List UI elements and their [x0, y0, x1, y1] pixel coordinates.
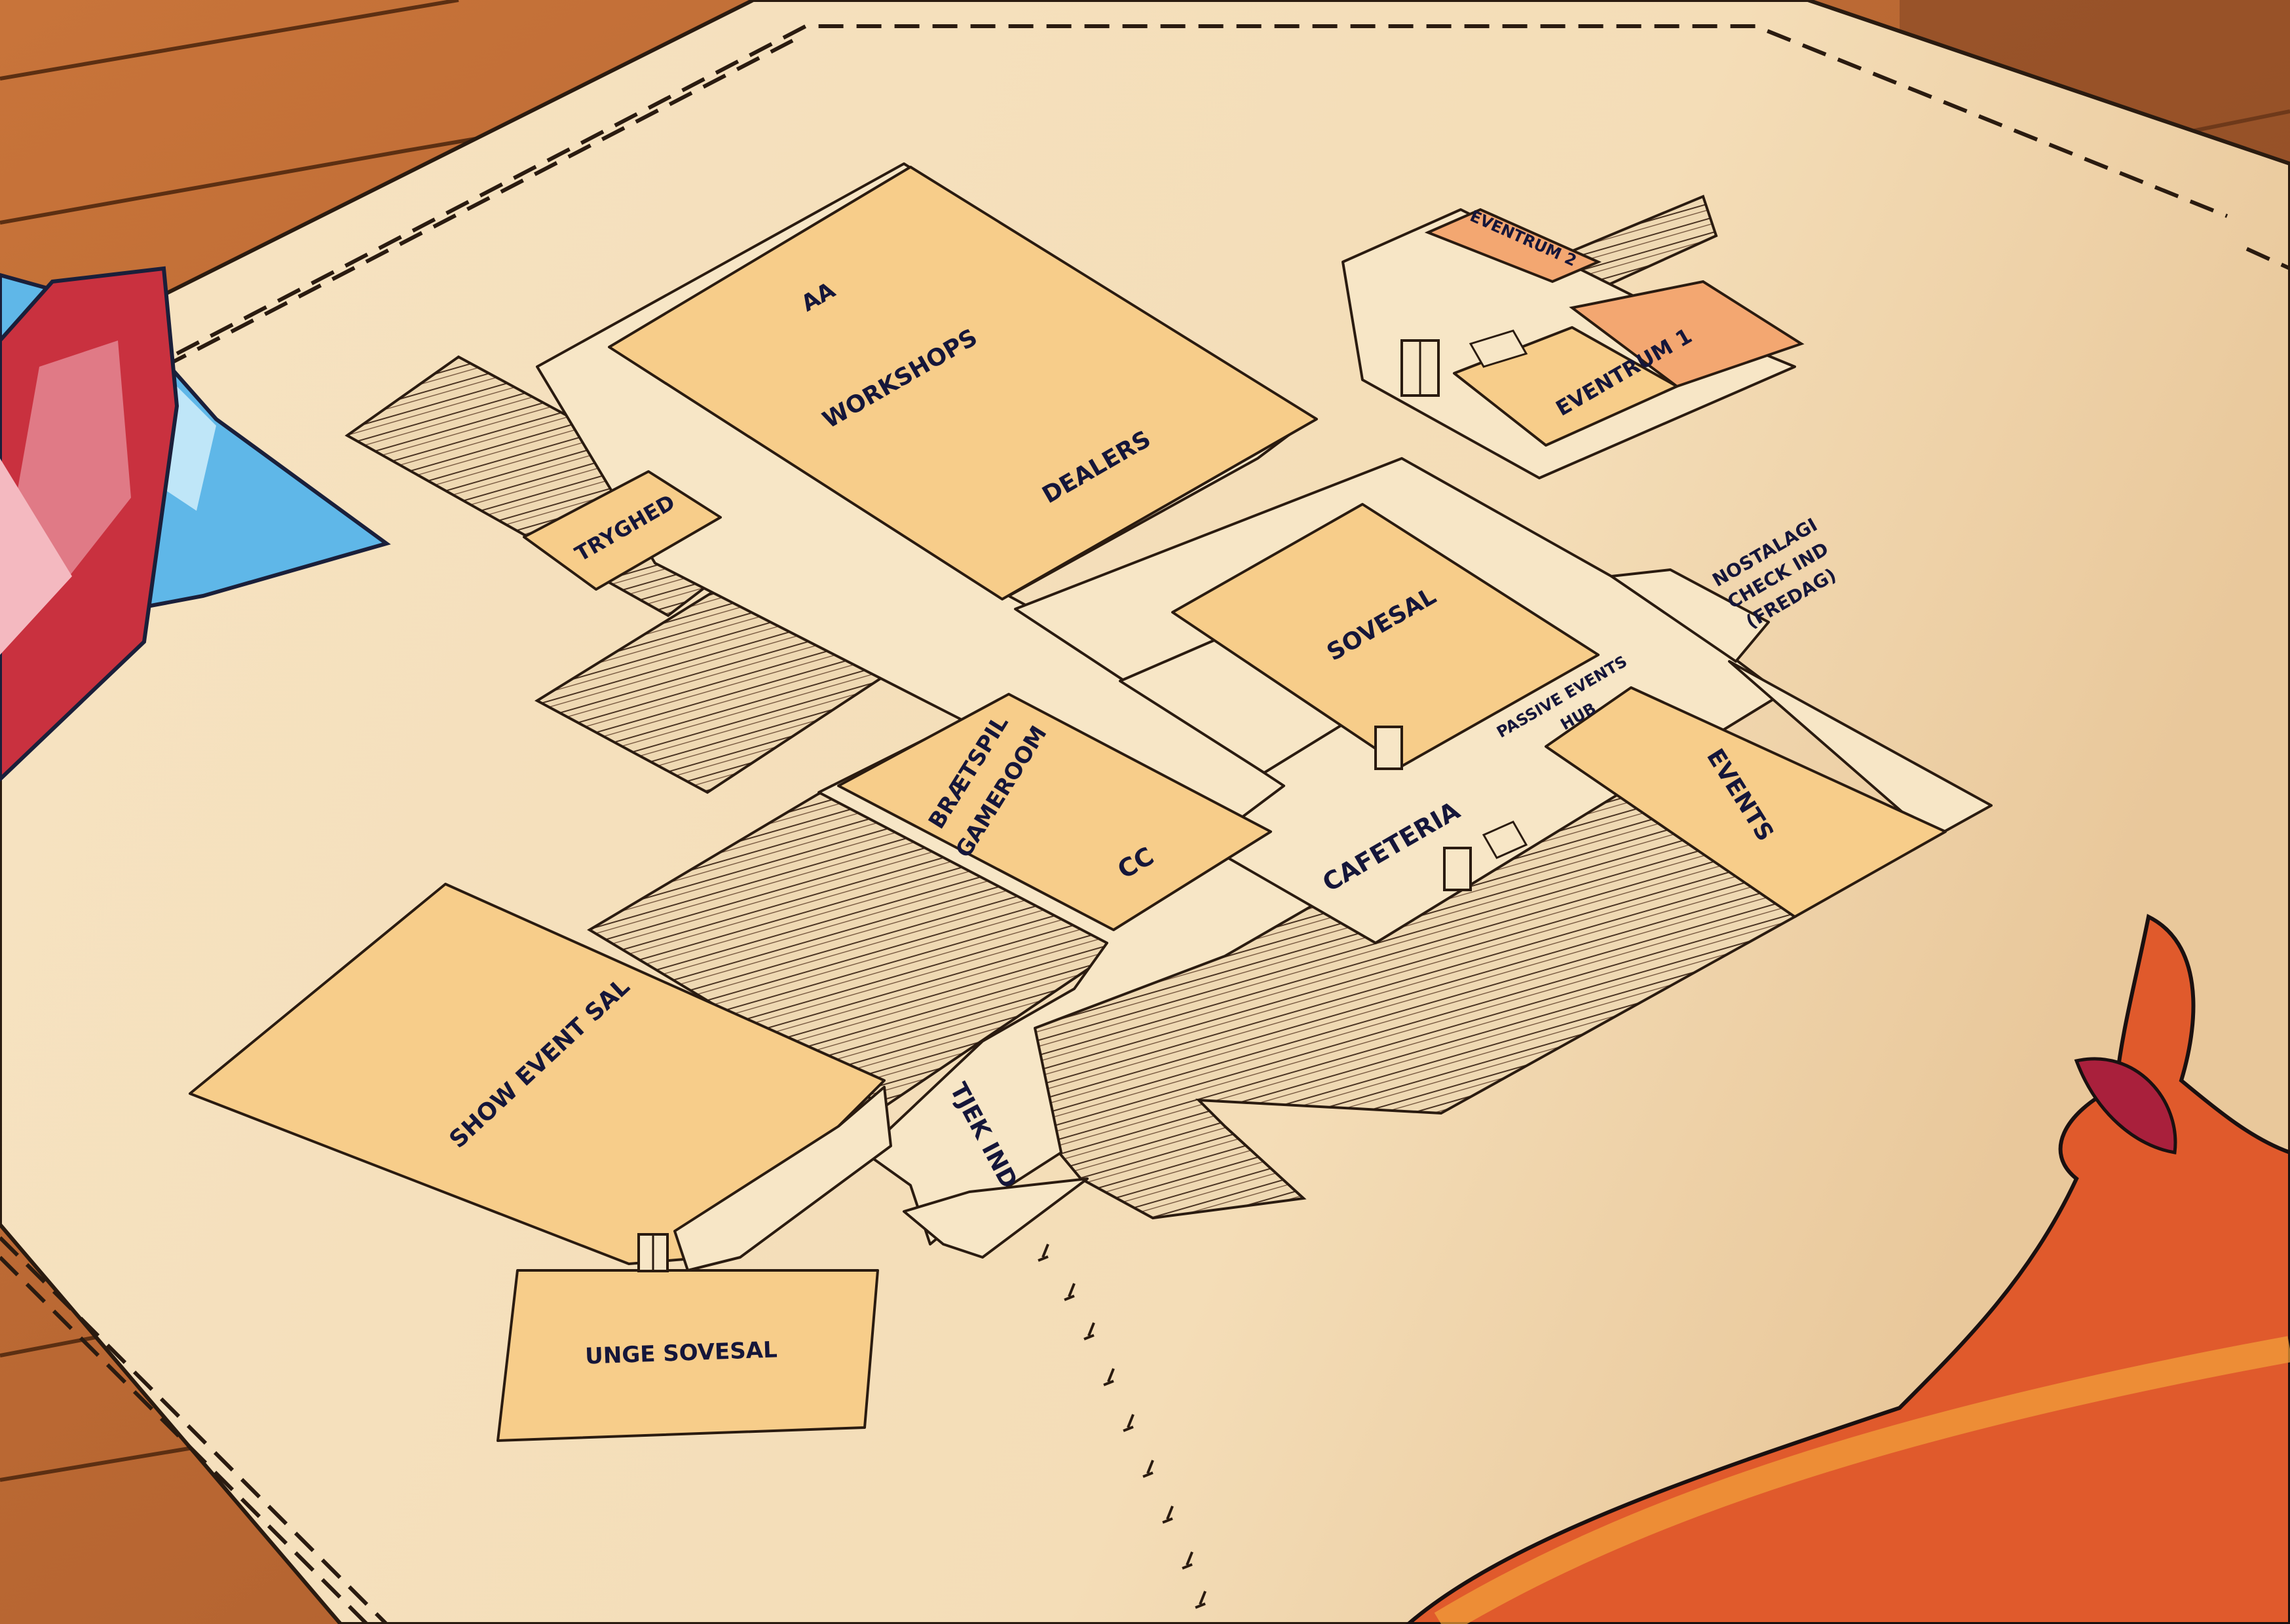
- room-eventrum-2[interactable]: [1424, 208, 1602, 284]
- room-aa-workshops-dealers[interactable]: [608, 166, 1318, 600]
- feather-icon: [1405, 913, 2290, 1624]
- stairs-icon: [1469, 329, 1528, 859]
- room-sovesal[interactable]: [1171, 503, 1600, 767]
- door-icon: [1374, 726, 1472, 891]
- room-tryghed[interactable]: [523, 470, 722, 591]
- room-unge-sovesal[interactable]: [497, 1269, 879, 1442]
- room-braetspil-gameroom-cc[interactable]: [837, 693, 1272, 931]
- room-events[interactable]: [1545, 686, 1947, 918]
- room-eventrum-1[interactable]: [1569, 280, 1805, 388]
- red-gem-icon: [0, 266, 179, 783]
- elevator-icon: [637, 339, 1440, 1272]
- footprints-icon: [1038, 1244, 1207, 1609]
